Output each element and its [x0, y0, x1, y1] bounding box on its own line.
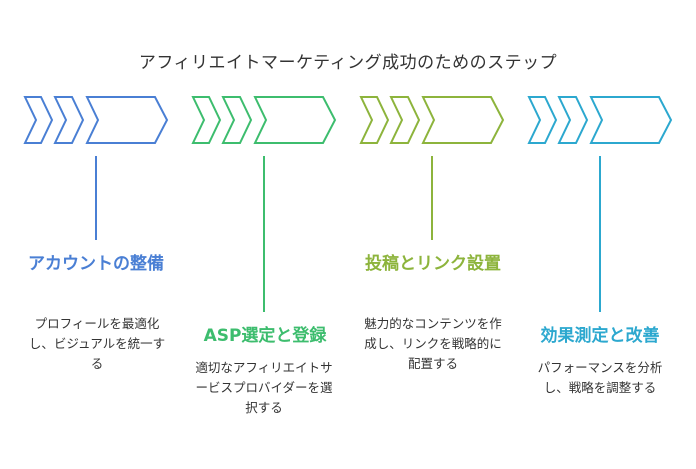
- step-4-chevron-small-2: [557, 96, 589, 144]
- step-4-graphic: [527, 96, 673, 312]
- step-2-chevron-large: [253, 96, 337, 144]
- step-3-chevron-large: [421, 96, 505, 144]
- step-2-heading: ASP選定と登録: [203, 326, 327, 346]
- step-2-graphic: [191, 96, 337, 312]
- step-4-chevron-large: [589, 96, 673, 144]
- step-1-graphic: [23, 96, 169, 240]
- step-1-chevron-small-2: [53, 96, 85, 144]
- step-2-chevron-small-2: [221, 96, 253, 144]
- step-1-chevron-small-1: [23, 96, 54, 144]
- step-3-description: 魅力的なコンテンツを作成し、リンクを戦略的に配置する: [364, 316, 502, 371]
- step-2-chevron-small-1: [191, 96, 222, 144]
- step-1-heading: アカウントの整備: [28, 254, 164, 274]
- step-3-graphic: [359, 96, 505, 240]
- step-1-description: プロフィールを最適化し、ビジュアルを統一する: [28, 316, 166, 371]
- step-4-chevron-small-1: [527, 96, 558, 144]
- step-4-description: パフォーマンスを分析し、戦略を調整する: [537, 360, 663, 395]
- step-3-chevron-small-1: [359, 96, 390, 144]
- step-2-description: 適切なアフィリエイトサービスプロバイダーを選択する: [195, 360, 333, 415]
- diagram-title: アフィリエイトマーケティング成功のためのステップ: [138, 53, 558, 73]
- step-3-chevron-small-2: [389, 96, 421, 144]
- step-3-heading: 投稿とリンク設置: [365, 254, 501, 274]
- step-4-heading: 効果測定と改善: [540, 326, 660, 346]
- step-1-chevron-large: [85, 96, 169, 144]
